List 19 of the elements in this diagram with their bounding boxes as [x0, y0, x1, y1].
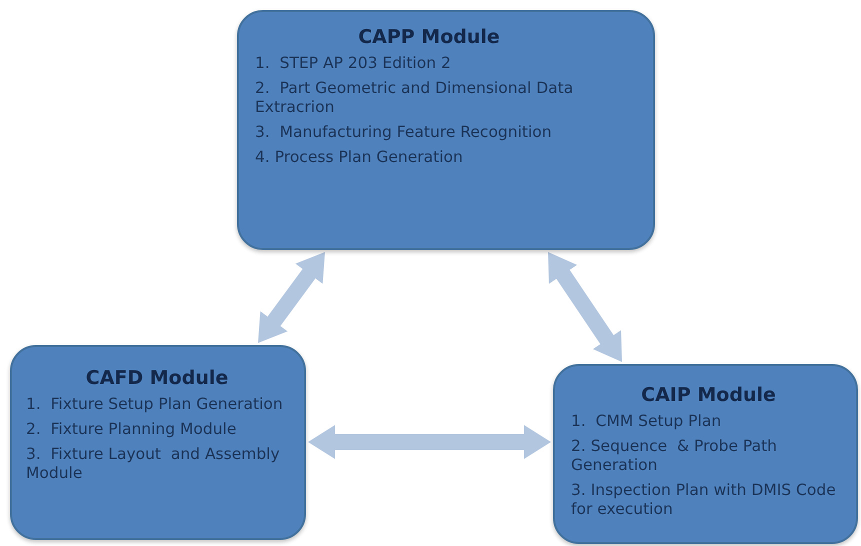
list-item: 3. Manufacturing Feature Recognition [255, 123, 553, 142]
list-item: 1. STEP AP 203 Edition 2 [255, 54, 452, 73]
list-item: 4. Process Plan Generation [255, 148, 464, 167]
module-box [10, 345, 306, 540]
list-item: 3. Inspection Plan with DMIS Code for execution [571, 481, 837, 519]
module-title: CAFD Module [84, 367, 230, 389]
module-title: CAIP Module [640, 384, 777, 406]
list-item: 3. Fixture Layout and Assembly Module [26, 445, 281, 483]
list-item: 2. Part Geometric and Dimensional Data Extracrion [255, 79, 574, 117]
list-item: 1. Fixture Setup Plan Generation [26, 395, 284, 414]
list-item: 2. Fixture Planning Module [26, 420, 238, 439]
double-arrow [308, 425, 551, 459]
double-arrow [548, 252, 622, 362]
double-arrow [258, 252, 325, 343]
module-box [553, 364, 858, 544]
module-title: CAPP Module [357, 26, 501, 48]
module-box [237, 10, 655, 250]
list-item: 2. Sequence & Probe Path Generation [571, 437, 778, 475]
list-item: 1. CMM Setup Plan [571, 412, 722, 431]
